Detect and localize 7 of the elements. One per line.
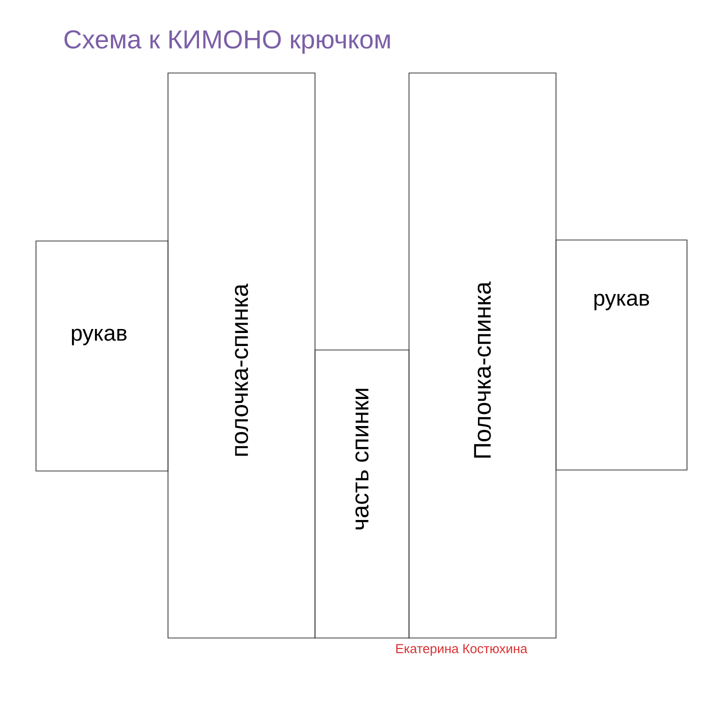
signature: Екатерина Костюхина	[396, 644, 528, 656]
pattern-piece: Полочка-спинка	[408, 72, 556, 638]
pattern-piece: полочка-спинка	[168, 72, 316, 638]
title: Схема к КИМОНО крючком	[64, 30, 390, 54]
pattern-piece: часть спинки	[314, 350, 410, 638]
pattern-piece: рукав	[36, 240, 168, 472]
pattern-piece: рукав	[556, 240, 688, 470]
